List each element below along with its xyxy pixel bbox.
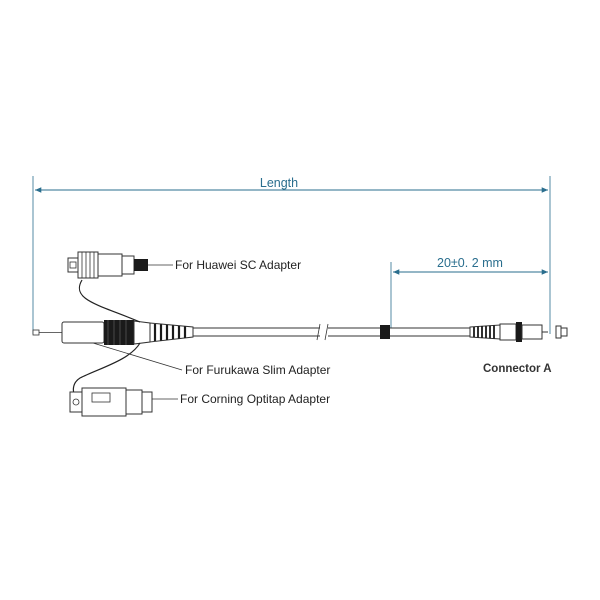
corning-optitap-adapter <box>69 387 178 417</box>
connector-a <box>469 322 568 342</box>
furukawa-leader <box>92 342 183 371</box>
huawei-tether <box>78 279 141 323</box>
connector-a-label: Connector A <box>483 363 552 375</box>
huawei-callout-label: For Huawei SC Adapter <box>175 258 301 272</box>
main-cable <box>193 323 470 341</box>
length-label: Length <box>260 176 298 190</box>
left-connector <box>32 320 194 345</box>
corning-callout-label: For Corning Optitap Adapter <box>180 392 330 406</box>
tolerance-label: 20±0. 2 mm <box>437 256 503 270</box>
tolerance-dimension: 20±0. 2 mm <box>390 256 548 328</box>
length-dimension: Length <box>32 176 551 334</box>
huawei-sc-adapter <box>67 251 173 279</box>
furukawa-callout-label: For Furukawa Slim Adapter <box>185 363 330 377</box>
